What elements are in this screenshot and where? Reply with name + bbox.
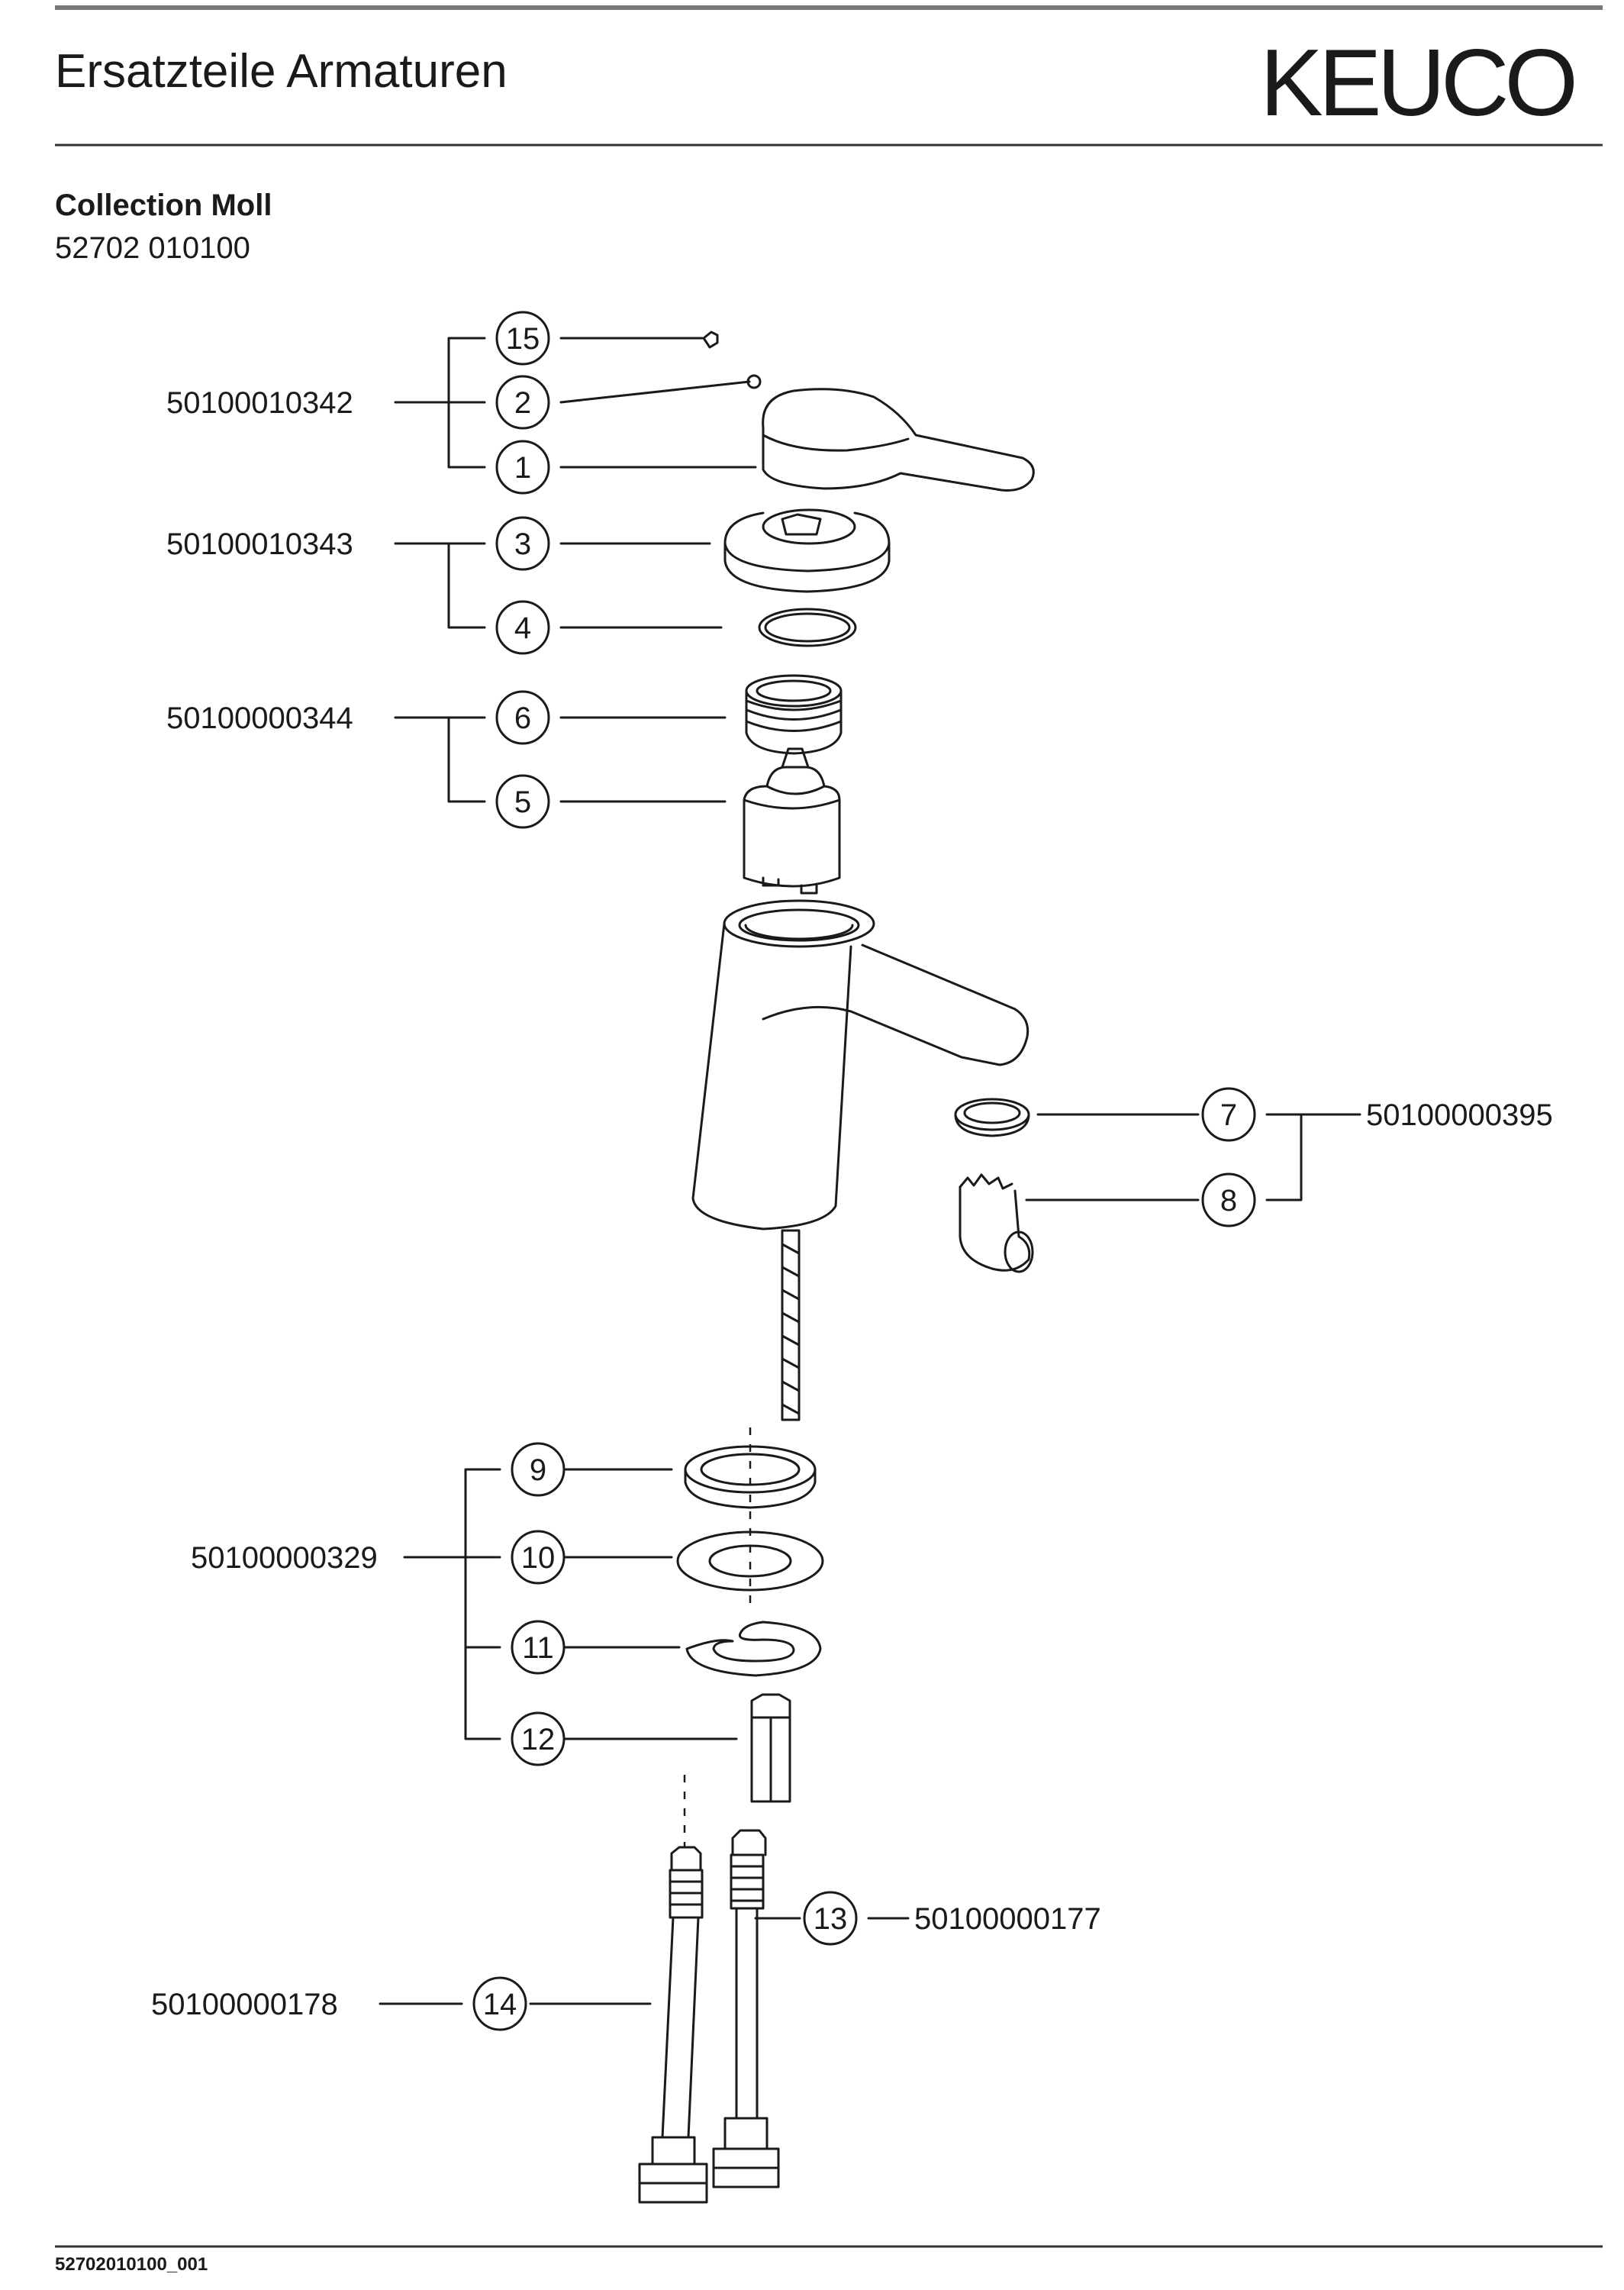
drawing-code: 52702010100_001 xyxy=(55,2254,208,2275)
callout-number: 8 xyxy=(1220,1184,1237,1218)
brand-logo: KEUCO xyxy=(1260,31,1578,136)
callout-number: 14 xyxy=(483,1988,517,2021)
callout-9: 9 xyxy=(511,1442,566,1497)
horseshoe-washer-11 xyxy=(685,1621,822,1677)
threaded-ring-6 xyxy=(745,674,843,755)
callout-circle xyxy=(495,600,550,655)
page-title: Ersatzteile Armaturen xyxy=(55,45,508,98)
callout-15: 15 xyxy=(495,311,550,366)
aerator-7 xyxy=(954,1098,1030,1137)
part-number-50100000178: 50100000178 xyxy=(151,1988,338,2021)
part-number-50100000177: 50100000177 xyxy=(914,1902,1101,1936)
callout-number: 1 xyxy=(514,451,531,485)
grub-screw-2 xyxy=(746,374,762,389)
callout-circle xyxy=(1201,1172,1256,1227)
callout-12: 12 xyxy=(511,1711,566,1766)
threaded-sleeve-12 xyxy=(750,1693,791,1803)
callout-number: 2 xyxy=(514,386,531,420)
callout-7: 7 xyxy=(1201,1087,1256,1142)
callout-8: 8 xyxy=(1201,1172,1256,1227)
aerator-key-8 xyxy=(959,1173,1034,1273)
part-number-50100010342: 50100010342 xyxy=(166,386,353,420)
callout-number: 15 xyxy=(506,322,540,356)
callout-circle xyxy=(803,1891,858,1946)
part-number-50100010343: 50100010343 xyxy=(166,527,353,561)
faucet-body xyxy=(691,899,1030,1230)
callout-number: 6 xyxy=(514,702,531,735)
callout-circle xyxy=(495,516,550,571)
cover-cap-3 xyxy=(723,508,891,593)
callout-circle xyxy=(472,1976,527,2031)
screw-15 xyxy=(702,331,719,349)
hose-14 xyxy=(638,1846,708,2204)
callout-10: 10 xyxy=(511,1530,566,1585)
callout-number: 7 xyxy=(1220,1098,1237,1132)
callout-circle xyxy=(511,1442,566,1497)
callout-circle xyxy=(495,375,550,430)
callout-number: 11 xyxy=(522,1631,554,1665)
callout-4: 4 xyxy=(495,600,550,655)
callout-2: 2 xyxy=(495,375,550,430)
center-lines xyxy=(683,1427,752,1847)
callout-circle xyxy=(495,690,550,745)
callout-number: 3 xyxy=(514,527,531,561)
callout-number: 5 xyxy=(514,785,531,819)
callout-circle xyxy=(511,1620,566,1675)
callout-circle xyxy=(511,1711,566,1766)
part-number-50100000395: 50100000395 xyxy=(1366,1098,1553,1132)
callout-circle xyxy=(1201,1087,1256,1142)
collection-name: Collection Moll xyxy=(55,189,272,222)
callout-number: 13 xyxy=(814,1902,848,1936)
collection-number: 52702 010100 xyxy=(55,231,250,265)
lever-handle-1 xyxy=(762,388,1035,492)
part-number-50100000344: 50100000344 xyxy=(166,702,353,735)
callout-circle xyxy=(495,774,550,829)
part-number-50100000329: 50100000329 xyxy=(191,1541,378,1575)
cartridge-5 xyxy=(743,747,841,895)
callout-11: 11 xyxy=(511,1620,566,1675)
callout-number: 12 xyxy=(521,1723,556,1756)
callout-circle xyxy=(495,311,550,366)
callout-3: 3 xyxy=(495,516,550,571)
callout-6: 6 xyxy=(495,690,550,745)
callout-number: 10 xyxy=(521,1541,556,1575)
o-ring-4 xyxy=(758,608,857,647)
part-number-group: 50100010342 50100010343 50100000344 5010000… xyxy=(151,386,1553,2021)
callout-13: 13 xyxy=(803,1891,858,1946)
callout-1: 1 xyxy=(495,440,550,495)
callout-circle xyxy=(511,1530,566,1585)
callout-number: 4 xyxy=(514,611,531,645)
leader-lines xyxy=(529,337,1200,2005)
callout-14: 14 xyxy=(472,1976,527,2031)
hose-13 xyxy=(712,1829,780,2188)
callout-5: 5 xyxy=(495,774,550,829)
threaded-rod xyxy=(781,1229,801,1421)
callout-circle xyxy=(495,440,550,495)
part-number-brackets xyxy=(379,337,1361,2005)
callout-number: 9 xyxy=(530,1453,546,1487)
